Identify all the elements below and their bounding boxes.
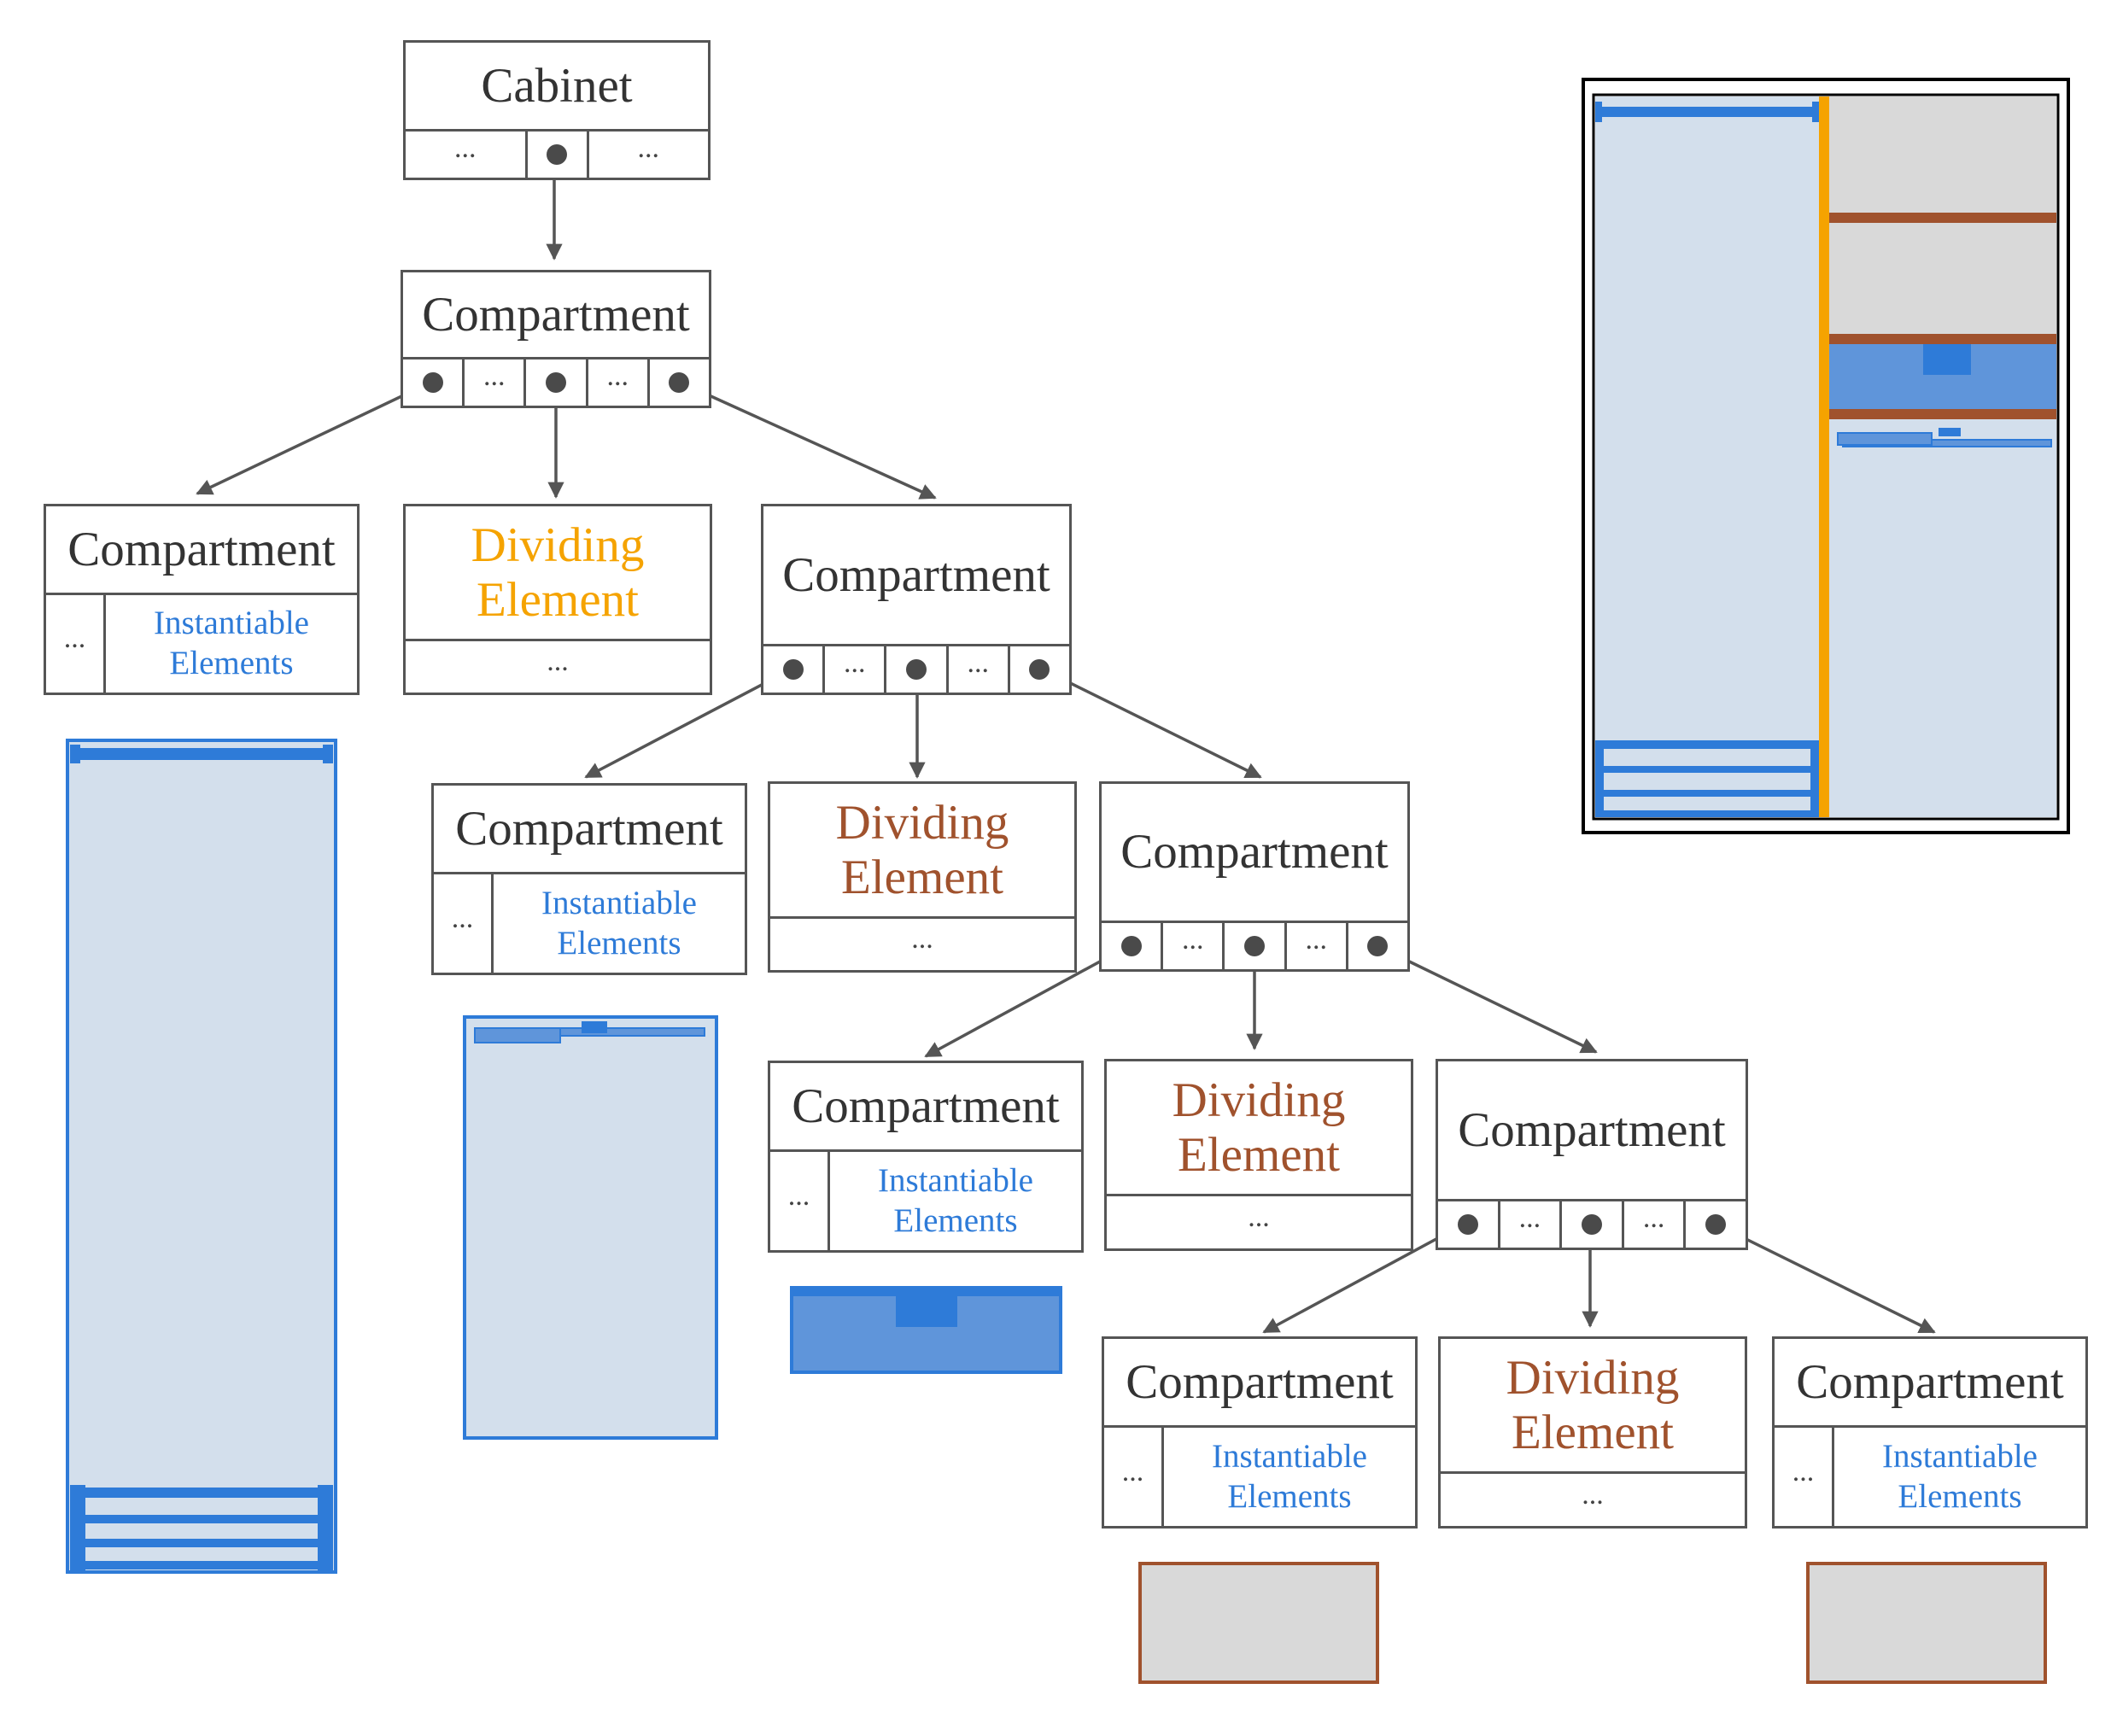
ellipsis-slot: ... xyxy=(462,359,523,406)
pointer-dot-icon xyxy=(782,659,804,680)
instantiable-elements-label: Instantiable Elements xyxy=(154,605,309,681)
ellipsis-slot: ... xyxy=(1621,1201,1684,1248)
dividing-element-title: Dividing Element xyxy=(1441,1339,1745,1474)
ellipsis-slot: ... xyxy=(585,359,647,406)
child-pointer xyxy=(1345,923,1407,969)
ellipsis-slot: ... xyxy=(1248,1201,1270,1233)
edge-compartment-1-to-leaf-1 xyxy=(196,380,433,495)
instantiable-elements-label: Instantiable Elements xyxy=(1212,1437,1367,1515)
pointer-dot-icon xyxy=(1120,936,1142,956)
child-pointer xyxy=(523,359,585,406)
compartment-title: Compartment xyxy=(46,506,357,595)
compartment-node: Compartment ... ... xyxy=(1436,1059,1748,1250)
pointer-dot-icon xyxy=(422,372,443,393)
dividing-element-node: Dividing Element ... xyxy=(768,781,1077,973)
child-pointer xyxy=(1438,1201,1498,1248)
compartment-title: Compartment xyxy=(770,1063,1081,1152)
instantiable-elements-label: Instantiable Elements xyxy=(1882,1437,2038,1515)
pointer-dot-icon xyxy=(1581,1214,1602,1235)
compartment-title: Compartment xyxy=(434,786,745,874)
compartment-title: Compartment xyxy=(1102,784,1407,923)
cabinet-title: Cabinet xyxy=(406,43,708,132)
compartment-node: Compartment ... ... xyxy=(1099,781,1410,972)
empty-shelf-illustration xyxy=(1138,1562,1379,1684)
compartment-title: Compartment xyxy=(763,506,1069,646)
edge-compartment-3-to-compartment-4 xyxy=(1375,944,1598,1054)
ellipsis-slot: ... xyxy=(547,646,569,677)
empty-shelf-illustration xyxy=(1806,1562,2047,1684)
cabinet-node: Cabinet ... ... xyxy=(403,40,711,180)
child-pointer xyxy=(524,132,587,178)
pointer-dot-icon xyxy=(546,372,566,393)
ellipsis-slot: ... xyxy=(1497,1201,1560,1248)
child-pointer xyxy=(1683,1201,1746,1248)
compartment-leaf-node: Compartment ... Instantiable Elements xyxy=(1772,1336,2088,1528)
child-pointer xyxy=(1007,646,1069,693)
dividing-element-title: Dividing Element xyxy=(1107,1061,1411,1196)
ellipsis-slot: ... xyxy=(1104,1428,1164,1526)
compartment-leaf-node: Compartment ... Instantiable Elements xyxy=(431,783,747,975)
dividing-element-node: Dividing Element ... xyxy=(1104,1059,1413,1251)
dividing-element-title: Dividing Element xyxy=(770,784,1074,919)
child-pointer xyxy=(763,646,822,693)
pointer-dot-icon xyxy=(1367,936,1389,956)
child-pointer xyxy=(1222,923,1284,969)
compartment-title: Compartment xyxy=(1438,1061,1746,1201)
edge-compartment-3-to-leaf-3 xyxy=(924,944,1131,1058)
ellipsis-slot: ... xyxy=(770,1152,830,1250)
pointer-dot-icon xyxy=(906,659,927,680)
edge-compartment-4-to-leaf-5 xyxy=(1712,1221,1936,1334)
edge-compartment-2-to-compartment-3 xyxy=(1038,666,1262,779)
pointer-dot-icon xyxy=(547,144,567,165)
compartment-leaf-node: Compartment ... Instantiable Elements xyxy=(44,504,360,695)
child-pointer xyxy=(1102,923,1161,969)
ellipsis-slot: ... xyxy=(1161,923,1222,969)
ellipsis-slot: ... xyxy=(945,646,1008,693)
pointer-dot-icon xyxy=(1244,936,1265,956)
compartment-leaf-node: Compartment ... Instantiable Elements xyxy=(768,1061,1084,1253)
pointer-dot-icon xyxy=(669,372,690,393)
dividing-element-node: Dividing Element ... xyxy=(403,504,712,695)
ellipsis-slot: ... xyxy=(586,132,709,178)
edge-compartment-1-to-compartment-2 xyxy=(678,380,937,500)
pointer-dot-icon xyxy=(1705,1214,1727,1235)
edge-compartment-4-to-leaf-4 xyxy=(1262,1221,1467,1334)
compartment-node: Compartment ... ... xyxy=(401,270,711,408)
ellipsis-slot: ... xyxy=(434,874,494,973)
dividing-element-node: Dividing Element ... xyxy=(1438,1336,1747,1528)
cabinet-overview-illustration xyxy=(1582,78,2070,834)
compartment-leaf-node: Compartment ... Instantiable Elements xyxy=(1102,1336,1418,1528)
compartment-title: Compartment xyxy=(403,272,709,359)
pull-out-rail-illustration xyxy=(463,1015,718,1440)
instantiable-elements-label: Instantiable Elements xyxy=(541,884,697,962)
pointer-dot-icon xyxy=(1457,1214,1478,1235)
edge-compartment-2-to-leaf-2 xyxy=(584,666,795,779)
compartment-title: Compartment xyxy=(1104,1339,1415,1428)
dividing-element-title: Dividing Element xyxy=(406,506,710,641)
ellipsis-slot: ... xyxy=(1582,1478,1604,1511)
drawer-illustration xyxy=(790,1286,1062,1374)
ellipsis-slot: ... xyxy=(1775,1428,1834,1526)
instantiable-elements-label: Instantiable Elements xyxy=(878,1161,1033,1239)
child-pointer xyxy=(403,359,462,406)
pointer-dot-icon xyxy=(1029,659,1050,680)
ellipsis-slot: ... xyxy=(822,646,884,693)
child-pointer xyxy=(646,359,709,406)
ellipsis-slot: ... xyxy=(911,923,933,955)
ellipsis-slot: ... xyxy=(46,595,106,693)
child-pointer xyxy=(1559,1201,1622,1248)
ellipsis-slot: ... xyxy=(1284,923,1346,969)
compartment-node: Compartment ... ... xyxy=(761,504,1072,695)
compartment-title: Compartment xyxy=(1775,1339,2085,1428)
ellipsis-slot: ... xyxy=(454,132,477,164)
child-pointer xyxy=(884,646,945,693)
hanging-rail-drawers-illustration xyxy=(66,739,337,1574)
